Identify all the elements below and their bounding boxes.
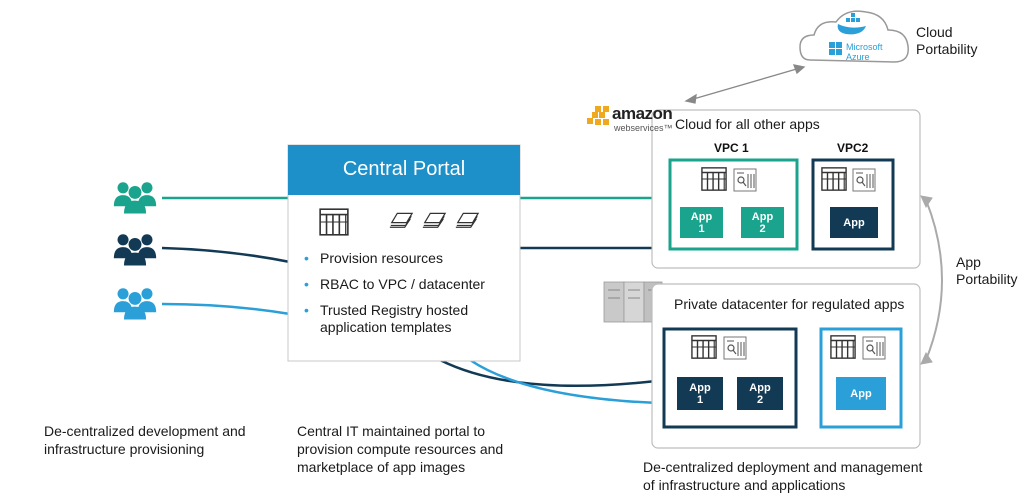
datacenter-region-title: Private datacenter for regulated apps — [674, 296, 905, 312]
aws-app-vpc2-label: App — [843, 217, 865, 229]
cloud-portability-label: Cloud Portability — [916, 24, 978, 57]
aws-app-2-label: App 2 — [751, 211, 774, 235]
dc-app-regulated-label: App — [850, 388, 872, 400]
app-portability-arrow — [920, 195, 943, 365]
cloud-portability-arrow — [684, 64, 806, 104]
azure-label-line2: Azure — [846, 52, 870, 62]
dc-app-2-label: App 2 — [749, 382, 771, 406]
aws-cubes-icon — [587, 106, 609, 125]
portal-bullet-list: Provision resources RBAC to VPC / datace… — [304, 250, 514, 345]
user-group-teal-icon — [113, 182, 157, 214]
caption-right: De-centralized deployment and management… — [643, 459, 923, 493]
vpc1-title: VPC 1 — [714, 141, 749, 155]
aws-app-1[interactable] — [680, 207, 723, 238]
registry-icon — [862, 336, 886, 360]
aws-region-title: Cloud for all other apps — [675, 116, 820, 132]
caption-middle: Central IT maintained portal to provisio… — [297, 423, 504, 475]
aws-logo-word: amazon — [612, 104, 673, 123]
user-group-blue-icon — [113, 288, 157, 320]
registry-icon — [852, 168, 876, 192]
user-group-navy-icon — [113, 234, 157, 266]
aws-app-2[interactable] — [741, 207, 784, 238]
portal-title: Central Portal — [342, 158, 466, 180]
caption-left: De-centralized development and infrastru… — [44, 423, 246, 457]
bullet-provision: Provision resources — [304, 250, 514, 267]
docker-whale-icon — [837, 13, 866, 35]
dc-app-regulated[interactable] — [836, 377, 886, 410]
azure-label-line1: Microsoft — [846, 42, 883, 52]
windows-logo-icon — [829, 42, 842, 55]
registry-icon — [733, 168, 757, 192]
vpc2-title: VPC2 — [837, 141, 869, 155]
dc-app-1-label: App 1 — [689, 382, 711, 406]
cloud-icon — [799, 10, 909, 63]
dc-app-1[interactable] — [677, 377, 723, 410]
aws-logo-sub: webservices™ — [614, 123, 673, 133]
bullet-registry: Trusted Registry hosted application temp… — [304, 302, 514, 336]
aws-app-1-label: App 1 — [690, 211, 713, 235]
dc-app-2[interactable] — [737, 377, 783, 410]
aws-app-vpc2[interactable] — [830, 207, 878, 238]
app-portability-label: App Portability — [956, 254, 1018, 287]
bullet-rbac: RBAC to VPC / datacenter — [304, 276, 514, 293]
registry-icon — [723, 336, 747, 360]
central-portal-header — [288, 145, 520, 195]
